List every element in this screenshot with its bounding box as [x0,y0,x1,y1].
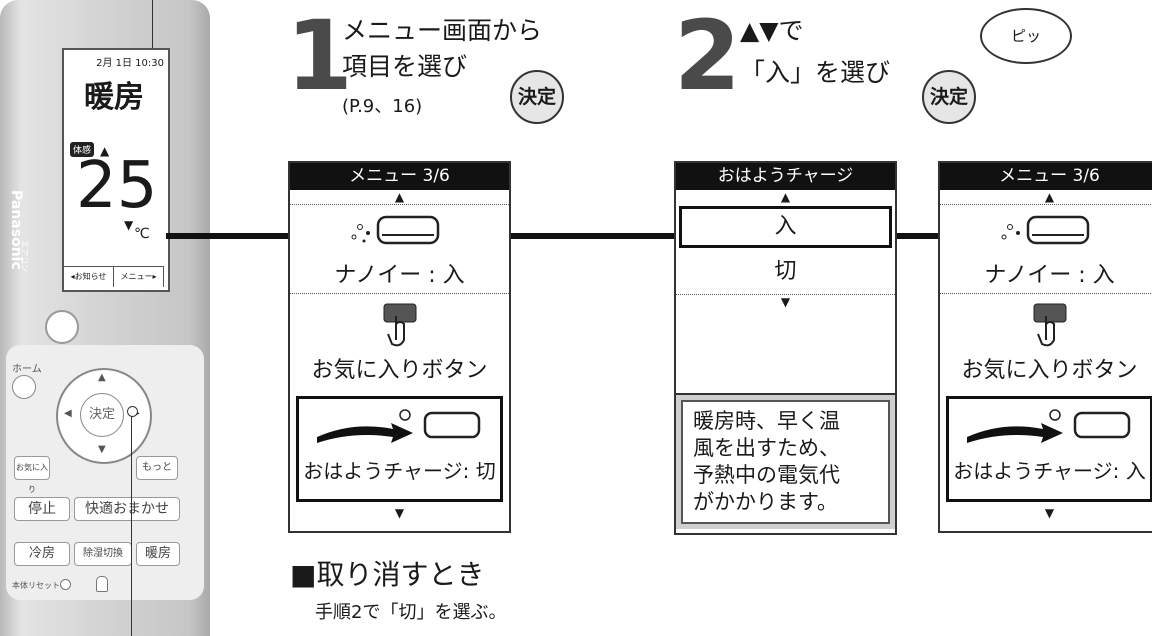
option-label: 入 [774,214,797,239]
connector-line [891,233,940,239]
description-line: 暖房時、早く温 [693,409,840,433]
dpad-kettei-button[interactable]: 決定 [80,393,124,437]
dpad-down-icon[interactable]: ▼ [98,444,106,455]
kettei-key-icon: 決定 [922,70,976,124]
sensor-icon [45,310,79,344]
reibo-button[interactable]: 冷房 [14,542,70,566]
home-label: ホーム [12,364,42,375]
divider [940,293,1152,294]
step-text: メニュー画面から [342,16,543,45]
aircon-warm-wind-icon [967,409,1131,443]
cancel-heading: ■取り消すとき [290,558,485,591]
menu-item: ナノイー : 入 [940,205,1152,293]
lcd-up-icon: ▲ [100,144,110,158]
step-text: ▲▼で [740,16,804,45]
kettei-key-icon: 決定 [510,70,564,124]
option-on-selected: 入 [679,206,892,248]
description-panel: 暖房時、早く温 風を出すため、 予熱中の電気代 がかかります。 [676,393,895,529]
screen-title: メニュー 3/6 [290,163,509,190]
description-line: がかかります。 [693,490,838,514]
menu-item: お気に入りボタン [290,294,509,390]
menu-item: お気に入りボタン [940,294,1152,390]
description-line: 風を出すため、 [693,436,840,460]
menu-item-selected: おはようチャージ: 切 [296,396,503,502]
scroll-down-icon: ▼ [780,295,791,309]
step-text: 「入」を選び [740,58,891,87]
joshitsu-button[interactable]: 除湿切換 [74,542,132,566]
menu-item-label: ナノイー : 入 [984,263,1115,288]
menu-screen-1: メニュー 3/6 ▲ ナノイー : 入 お気に入りボタン おはようチャージ: 切… [288,161,511,533]
pointer-line [131,410,132,636]
menu-item-label: ナノイー : 入 [334,263,465,288]
home-button[interactable] [12,375,36,399]
pointer-line [152,0,153,48]
dpad-left-icon[interactable]: ◀ [64,408,72,419]
lcd-down-icon: ▼ [124,218,134,232]
ohayou-charge-screen: おはようチャージ ▲ 入 切 ▼ 暖房時、早く温 風を出すため、 予熱中の電気代… [674,161,897,535]
menu-item-label: お気に入りボタン [961,358,1138,383]
step-text: 項目を選び [342,52,468,81]
connector-line [166,233,288,239]
softkey-notice: ◂お知らせ [64,267,114,287]
dpad-up-icon[interactable]: ▲ [98,372,106,383]
lcd-date: 2月 1日 10:30 [96,58,164,69]
divider [676,294,895,295]
menu-screen-3: メニュー 3/6 ▲ ナノイー : 入 お気に入りボタン [938,161,1152,533]
pointer-dot [127,406,138,417]
scroll-up-icon: ▲ [1044,190,1055,204]
menu-item-label: おはようチャージ: 切 [303,459,496,483]
brand-sub: エアコン [20,240,29,272]
remote-control: Panasonic エアコン 2月 1日 10:30 暖房 体感 ▲ 25 ▼ … [0,0,210,636]
aircon-nanoe-icon [351,215,440,245]
scroll-down-icon: ▼ [394,506,405,520]
divider [940,204,1152,205]
lcd-unit: ℃ [134,226,150,242]
scroll-up-icon: ▲ [780,190,791,204]
softkey-menu: メニュー▸ [114,267,164,287]
favorite-button-icon [383,303,417,347]
description-text: 暖房時、早く温 風を出すため、 予熱中の電気代 がかかります。 [681,400,890,524]
screen-title: メニュー 3/6 [940,163,1152,190]
menu-item-label: お気に入りボタン [311,358,488,383]
teishi-button[interactable]: 停止 [14,497,70,521]
remote-lcd: 2月 1日 10:30 暖房 体感 ▲ 25 ▼ ℃ ◂お知らせ メニュー▸ [62,48,170,292]
favorite-button-icon [1033,303,1067,347]
menu-item-selected: おはようチャージ: 入 [946,396,1152,502]
motto-button[interactable]: もっと [136,456,178,480]
lcd-mode: 暖房 [84,80,144,115]
aircon-warm-wind-icon [317,409,481,443]
okiniiri-button[interactable]: お気に入り [14,456,50,494]
lcd-temperature: 25 [76,149,158,223]
screen-3-clip: メニュー 3/6 ▲ ナノイー : 入 お気に入りボタン [938,161,1152,533]
aircon-nanoe-icon [1001,215,1090,245]
step-reference: (P.9、16) [342,96,423,117]
step-number: 1 [286,0,353,112]
transmitter-icon [96,576,108,592]
menu-item: ナノイー : 入 [290,205,509,293]
lcd-badge: 体感 [70,142,95,157]
danbo-button[interactable]: 暖房 [136,542,180,566]
reset-label: 本体リセット [12,581,60,590]
step-number: 2 [674,0,741,112]
reset-button[interactable] [60,579,71,590]
kaiteki-button[interactable]: 快適おまかせ [74,497,180,521]
screen-title: おはようチャージ [676,163,895,190]
speech-bubble: ピッ [980,8,1072,64]
divider [290,293,509,294]
option-off: 切 [774,259,797,284]
divider [290,204,509,205]
menu-item-label: おはようチャージ: 入 [953,459,1146,483]
description-line: 予熱中の電気代 [693,463,840,487]
connector-line [511,233,678,239]
scroll-down-icon: ▼ [1044,506,1055,520]
lcd-softkeys: ◂お知らせ メニュー▸ [64,266,164,287]
scroll-up-icon: ▲ [394,190,405,204]
cancel-instruction: 手順2で「切」を選ぶ。 [315,602,507,623]
